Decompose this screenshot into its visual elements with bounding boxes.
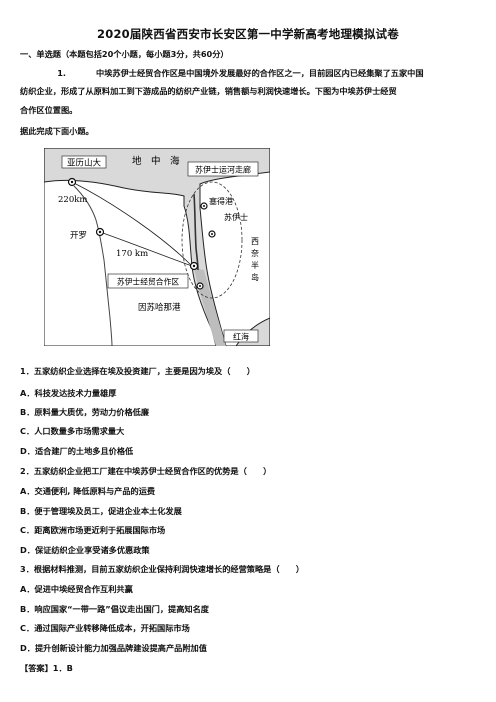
intro-text-1: 中埃苏伊士经贸合作区是中国境外发展最好的合作区之一，目前园区内已经集聚了五家中国	[96, 68, 424, 78]
answer-line: 【答案】1．B	[20, 662, 73, 674]
alexandria-label: 亚历山大	[67, 158, 102, 169]
question-1-stem: 1．五家纺织企业选择在埃及投资建厂，主要是因为埃及（ ）	[20, 366, 255, 376]
sinai-label-3: 半	[251, 260, 259, 270]
port-adabiya-label: 因苏哈那港	[138, 302, 181, 313]
intro-line-3: 合作区位置图。	[20, 105, 78, 115]
intro-line-2: 纺织企业，形成了从原料加工到下游成品的纺织产业链，销售额与利润快速增长。下图为中…	[20, 86, 397, 96]
alexandria-label-box	[61, 155, 107, 169]
answer-label: 【答案】	[20, 663, 53, 673]
route-alexandria	[71, 181, 193, 267]
page-title: 2020届陕西省西安市长安区第一中学新高考地理模拟试卷	[97, 27, 399, 41]
question-1-option-b: B．原料量大质优，劳动力价格低廉	[20, 407, 150, 417]
red-sea-label-box	[223, 329, 259, 343]
mediterranean-label: 地 中 海	[132, 155, 180, 167]
sinai-label-2: 奈	[251, 248, 259, 258]
question-1-option-a: A．科技发达技术力量雄厚	[20, 388, 117, 398]
question-3-stem: 3．根据材料推测，目前五家纺织企业保持利润快速增长的经营策略是（ ）	[20, 564, 305, 574]
answer-text: 1．B	[52, 663, 73, 673]
cairo-label: 开罗	[70, 231, 87, 241]
question-2-option-d: D．保证纺织企业享受诸多优惠政策	[20, 545, 150, 555]
canal-label: 苏伊士运河走廊	[195, 165, 251, 175]
nile-river	[73, 185, 113, 346]
question-2-stem: 2．五家纺织企业把工厂建在中埃苏伊士经贸合作区的优势是（ ）	[20, 466, 272, 476]
question-3-option-a: A．促进中埃经贸合作互利共赢	[20, 584, 133, 594]
suez-label: 苏伊士	[224, 212, 248, 222]
sinai-label-4: 岛	[251, 272, 259, 282]
canal-label-box	[187, 161, 259, 177]
route-cairo	[99, 231, 193, 267]
port-said-label: 塞得港	[209, 196, 233, 206]
red-sea-label: 红海	[233, 332, 249, 342]
intro-line-1: 1. 中埃苏伊士经贸合作区是中国境外发展最好的合作区之一，目前园区内已经集聚了五家…	[20, 64, 480, 82]
section-heading: 一、单选题（本题包括20个小题，每小题3分，共60分）	[20, 49, 229, 59]
sinai-label-1: 西	[251, 237, 259, 246]
question-1-option-c: C．人口数量多市场需求量大	[20, 426, 125, 436]
location-map: 亚历山大 地 中 海 苏伊士运河走廊 塞得港 苏伊士 西 奈 半 岛 220km…	[44, 148, 270, 346]
distance-220-label: 220km	[58, 195, 87, 205]
egypt-land	[44, 179, 217, 346]
question-2-option-b: B．便于管理埃及员工，促进企业本土化发展	[20, 506, 182, 516]
zone-label-box	[107, 273, 189, 289]
question-3-option-b: B．响应国家“一带一路”倡议走出国门，提高知名度	[20, 604, 209, 614]
canal-corridor-ellipse	[181, 181, 243, 299]
question-3-option-c: C．通过国际产业转移降低成本，开拓国际市场	[20, 623, 190, 633]
intro-line-4: 据此完成下面小题。	[20, 126, 94, 136]
distance-170-label: 170 km	[116, 249, 148, 259]
question-2-option-c: C．距离欧洲市场更近利于拓展国际市场	[20, 525, 166, 535]
intro-number: 1.	[57, 68, 66, 78]
question-2-option-a: A．交通便利, 降低原料与产品的运费	[20, 486, 156, 496]
question-3-option-d: D．提升创新设计能力加强品牌建设提高产品附加值	[20, 643, 207, 653]
zone-label: 苏伊士经贸合作区	[117, 277, 180, 287]
question-1-option-d: D．适合建厂的土地多且价格低	[20, 446, 134, 456]
